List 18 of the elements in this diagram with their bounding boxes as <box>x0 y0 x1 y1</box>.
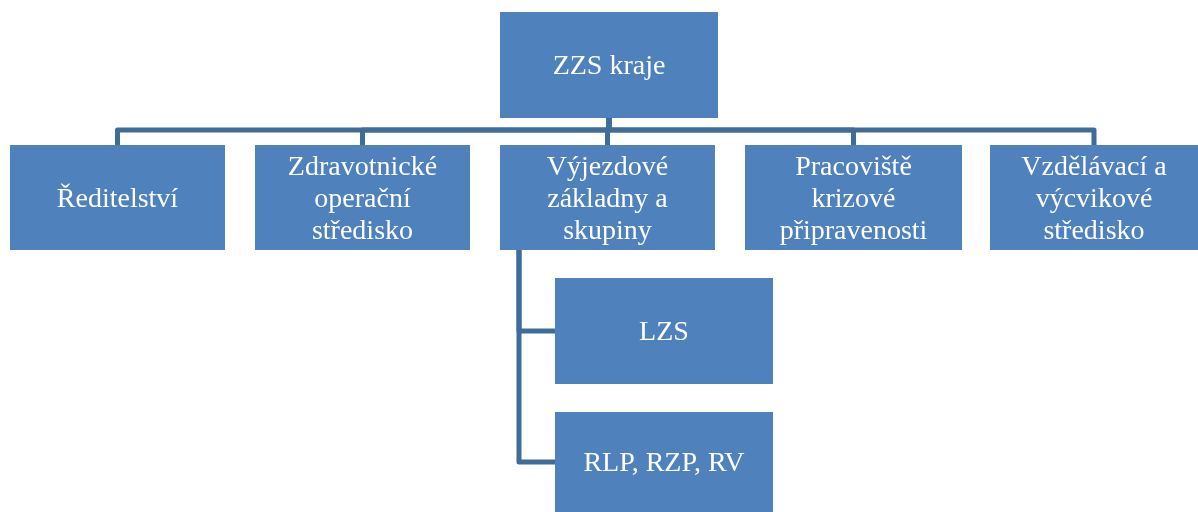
connector-line <box>606 118 1097 145</box>
box-label: Pracoviště krizové připravenosti <box>778 149 929 246</box>
box-label: RLP, RZP, RV <box>583 446 745 478</box>
box-label: LZS <box>639 315 689 347</box>
org-box <box>255 145 470 250</box>
org-box <box>555 412 773 512</box>
org-box <box>990 145 1198 250</box>
box-label: Vzdělávací a výcvikové středisko <box>1020 149 1168 246</box>
box-label: ZZS kraje <box>552 49 666 81</box>
org-box <box>500 12 718 118</box>
box-label: Ředitelství <box>56 181 179 214</box>
connector-line <box>516 250 555 465</box>
org-box <box>500 145 715 250</box>
org-box <box>555 278 773 384</box>
box-label: Výjezdové základny a skupiny <box>545 149 670 246</box>
org-box <box>745 145 962 250</box>
org-box <box>10 145 225 250</box>
box-label: Zdravotnické operační středisko <box>286 149 439 246</box>
